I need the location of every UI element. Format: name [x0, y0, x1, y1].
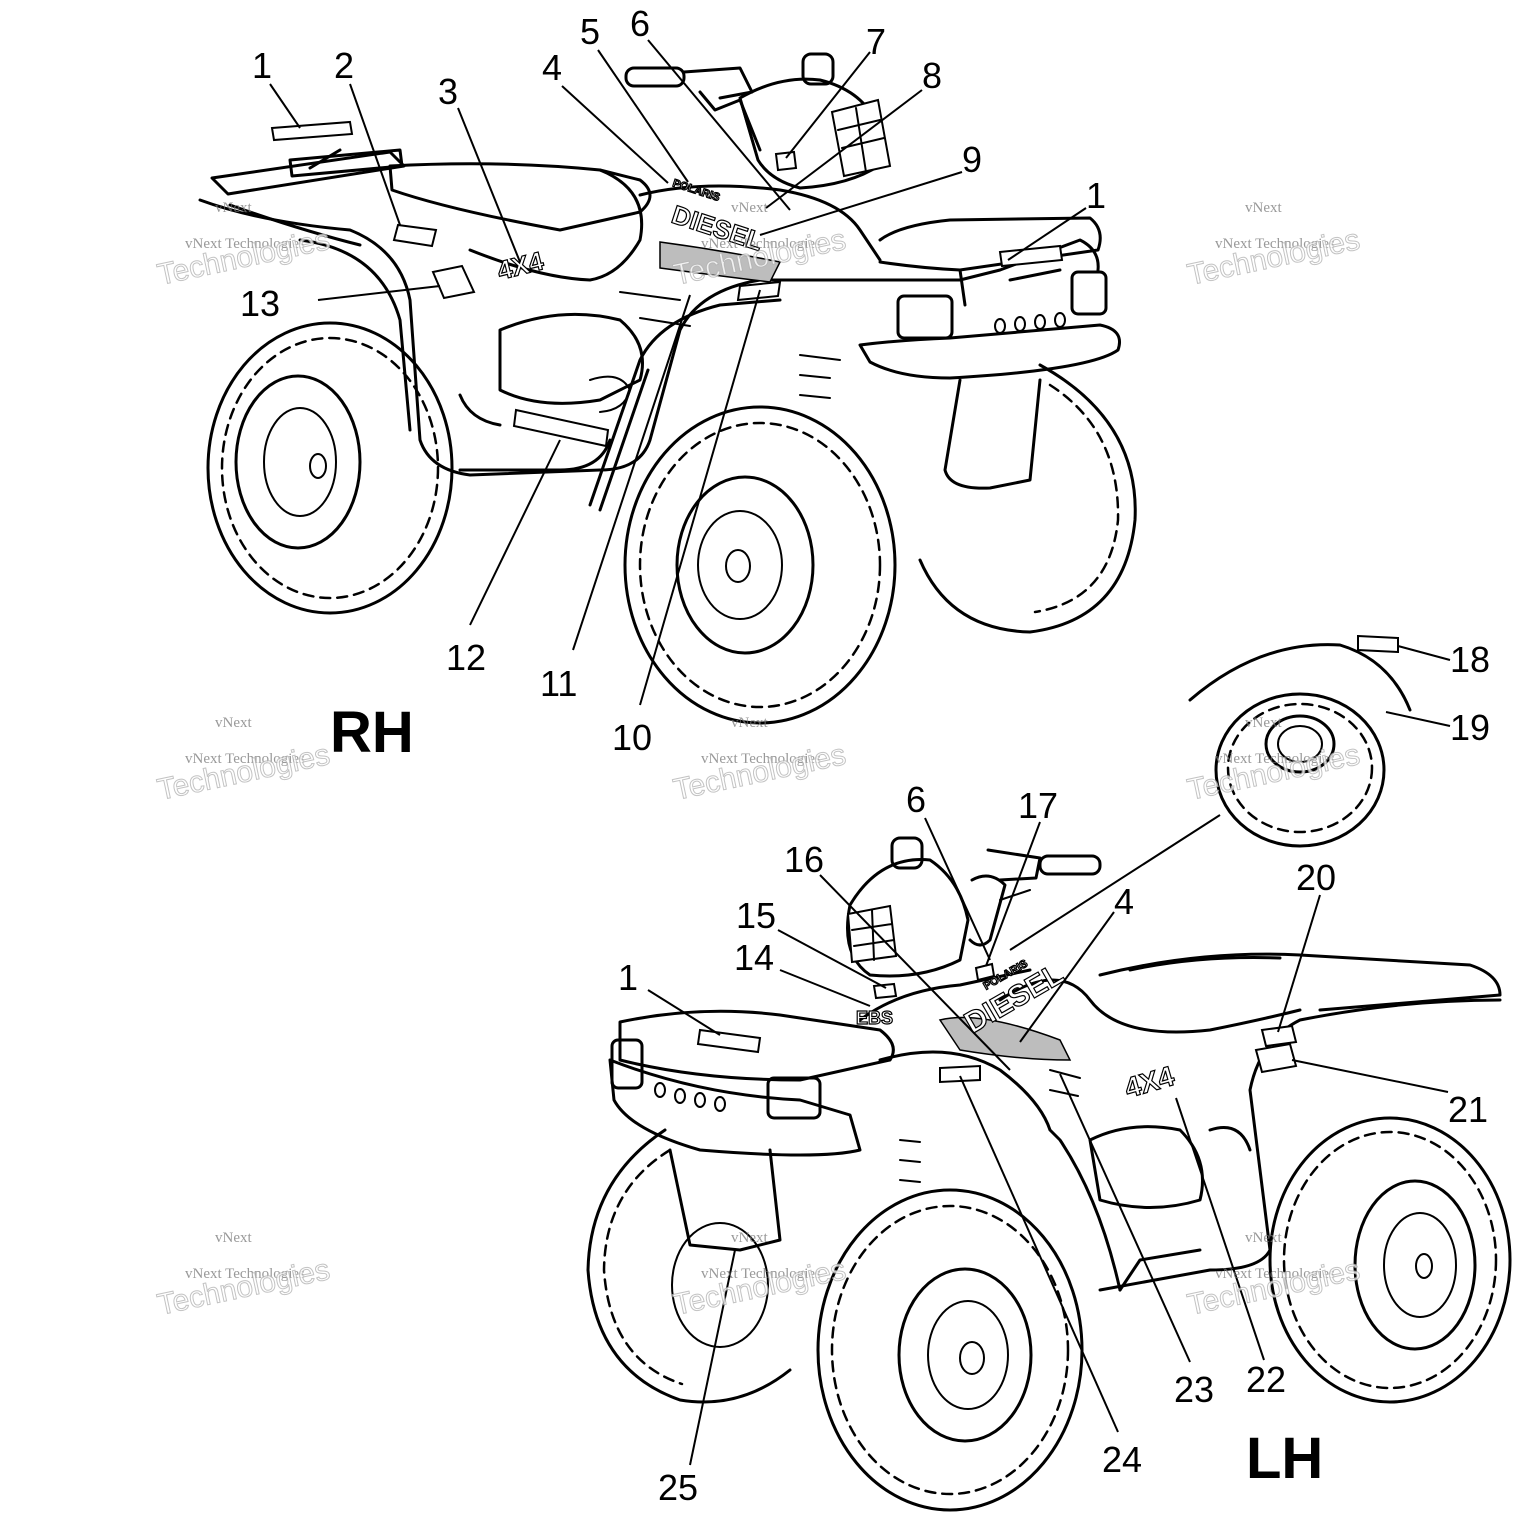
watermark: vNext vNext Technologies Technologies — [670, 715, 849, 807]
rh-decal-diesel-speckle — [659, 241, 782, 283]
svg-text:Technologies: Technologies — [155, 1253, 333, 1322]
inset-decal-18 — [1357, 634, 1399, 654]
lh-callout-22: 22 — [1246, 1359, 1286, 1400]
svg-text:vNext Technologies: vNext Technologies — [701, 236, 821, 252]
svg-text:vNext Technologies: vNext Technologies — [185, 751, 305, 767]
lh-far-front-wheel — [586, 1128, 792, 1404]
lh-view-label: LH — [1246, 1426, 1323, 1491]
svg-text:vNext: vNext — [1245, 715, 1282, 731]
rh-callout-4: 4 — [542, 47, 562, 88]
inset-callout-19: 19 — [1450, 707, 1490, 748]
lh-decal-1-front-rack — [696, 1028, 762, 1054]
svg-text:vNext: vNext — [731, 200, 768, 216]
lh-decal-20 — [1260, 1024, 1298, 1048]
lh-callout-21: 21 — [1448, 1089, 1488, 1130]
svg-text:Technologies: Technologies — [1185, 738, 1363, 807]
svg-text:vNext Technologies: vNext Technologies — [701, 751, 821, 767]
lh-decal-15 — [872, 982, 898, 1000]
svg-text:vNext: vNext — [1245, 1230, 1282, 1246]
rh-rear-wheel — [206, 321, 454, 615]
rh-callout-3: 3 — [438, 71, 458, 112]
rh-decal-1-front-rack — [998, 244, 1064, 268]
detail-inset: 18 19 — [1009, 634, 1490, 951]
svg-text:vNext: vNext — [731, 1230, 768, 1246]
watermark: vNext vNext Technologies Technologies — [154, 1230, 333, 1322]
watermark: vNext vNext Technologies Technologies — [154, 200, 333, 292]
rh-decal-13 — [431, 264, 476, 300]
rh-decal-2 — [392, 223, 438, 248]
svg-text:vNext Technologies: vNext Technologies — [185, 236, 305, 252]
lh-4x4-text: 4X4 — [1121, 1060, 1178, 1104]
lh-callout-6: 6 — [906, 779, 926, 820]
rh-front-rack — [858, 216, 1121, 490]
rh-callout-9: 9 — [962, 139, 982, 180]
rh-callout-1b: 1 — [1086, 175, 1106, 216]
svg-text:vNext: vNext — [215, 715, 252, 731]
lh-decal-24 — [939, 1064, 981, 1084]
watermark: vNext vNext Technologies Technologies — [154, 715, 333, 807]
rh-callout-11: 11 — [540, 663, 577, 704]
lh-ebs-text: EBS — [856, 1008, 893, 1028]
lh-callout-15: 15 — [736, 895, 776, 936]
inset-callout-18: 18 — [1450, 639, 1490, 680]
rh-callouts: 1 2 3 4 5 6 7 8 9 1 13 12 11 10 RH — [240, 3, 1106, 765]
lh-callout-4: 4 — [1114, 881, 1134, 922]
rh-decal-7 — [774, 150, 798, 172]
rh-decals: DIESEL POLARIS 4X4 — [270, 98, 1064, 448]
lh-callout-24: 24 — [1102, 1439, 1142, 1480]
svg-text:vNext: vNext — [215, 200, 252, 216]
watermark: vNext vNext Technologies Technologies — [1184, 715, 1363, 807]
lh-callout-23: 23 — [1174, 1369, 1214, 1410]
rh-callout-7: 7 — [866, 21, 886, 62]
lh-decal-diesel-speckle — [938, 1016, 1072, 1061]
rh-callout-12: 12 — [446, 637, 486, 678]
svg-text:Technologies: Technologies — [155, 738, 333, 807]
rh-leader-lines — [269, 39, 1087, 706]
rh-callout-10: 10 — [612, 717, 652, 758]
lh-callout-25: 25 — [658, 1467, 698, 1508]
watermark: vNext vNext Technologies Technologies — [1184, 200, 1363, 292]
rh-body — [198, 150, 1100, 512]
svg-text:vNext Technologies: vNext Technologies — [1215, 751, 1335, 767]
rh-callout-5: 5 — [580, 11, 600, 52]
rh-callout-13: 13 — [240, 283, 280, 324]
svg-text:Technologies: Technologies — [155, 223, 333, 292]
lh-decal-21 — [1254, 1042, 1298, 1074]
rh-callout-1a: 1 — [252, 45, 272, 86]
svg-text:vNext: vNext — [1245, 200, 1282, 216]
lh-rear-wheel — [1268, 1116, 1512, 1404]
rh-far-front-wheel — [918, 363, 1137, 634]
watermark: vNext vNext Technologies Technologies — [1184, 1230, 1363, 1322]
svg-text:vNext Technologies: vNext Technologies — [1215, 1266, 1335, 1282]
rh-decal-12 — [512, 408, 610, 448]
rh-decal-1-rear-rack — [270, 120, 354, 142]
lh-leader-lines — [647, 817, 1449, 1466]
lh-atv-drawing: EBS DIESEL POLARIS 4X4 — [586, 836, 1512, 1512]
svg-text:Technologies: Technologies — [671, 738, 849, 807]
rh-view-label: RH — [330, 700, 414, 765]
rh-rear-rack — [288, 148, 404, 178]
rh-front-wheel — [623, 405, 897, 725]
lh-callout-14: 14 — [734, 937, 774, 978]
lh-callout-20: 20 — [1296, 857, 1336, 898]
svg-text:vNext: vNext — [731, 715, 768, 731]
svg-text:Technologies: Technologies — [1185, 1253, 1363, 1322]
lh-front-wheel — [816, 1188, 1084, 1512]
svg-text:vNext Technologies: vNext Technologies — [1215, 236, 1335, 252]
lh-callout-17: 17 — [1018, 785, 1058, 826]
lh-callouts: 6 17 16 15 14 1 4 20 21 22 23 24 25 LH — [618, 779, 1488, 1508]
lh-callout-1: 1 — [618, 957, 638, 998]
svg-text:Technologies: Technologies — [1185, 223, 1363, 292]
lh-callout-16: 16 — [784, 839, 824, 880]
rh-callout-2: 2 — [334, 45, 354, 86]
rh-atv-drawing: DIESEL POLARIS 4X4 — [198, 52, 1137, 725]
rh-callout-6: 6 — [630, 3, 650, 44]
rh-4x4-text: 4X4 — [494, 245, 547, 285]
svg-text:vNext Technologies: vNext Technologies — [701, 1266, 821, 1282]
svg-text:vNext: vNext — [215, 1230, 252, 1246]
lh-decals: EBS DIESEL POLARIS 4X4 — [696, 904, 1298, 1183]
rh-callout-8: 8 — [922, 55, 942, 96]
svg-text:vNext Technologies: vNext Technologies — [185, 1266, 305, 1282]
